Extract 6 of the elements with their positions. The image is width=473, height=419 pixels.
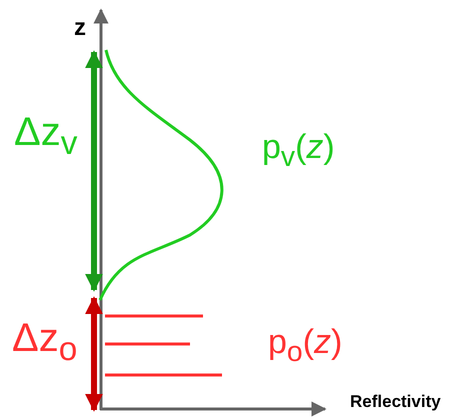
dimension-label: Δz$_{o}$ bbox=[12, 318, 78, 366]
dimension-label: Δz$_{v}$ bbox=[14, 112, 78, 160]
curve-label: p$_{o}$(z) bbox=[268, 325, 342, 366]
curve-label: p$_{v}$(z) bbox=[262, 130, 335, 172]
axis-label: z bbox=[74, 16, 86, 40]
axis-label: Reflectivity bbox=[350, 393, 441, 410]
